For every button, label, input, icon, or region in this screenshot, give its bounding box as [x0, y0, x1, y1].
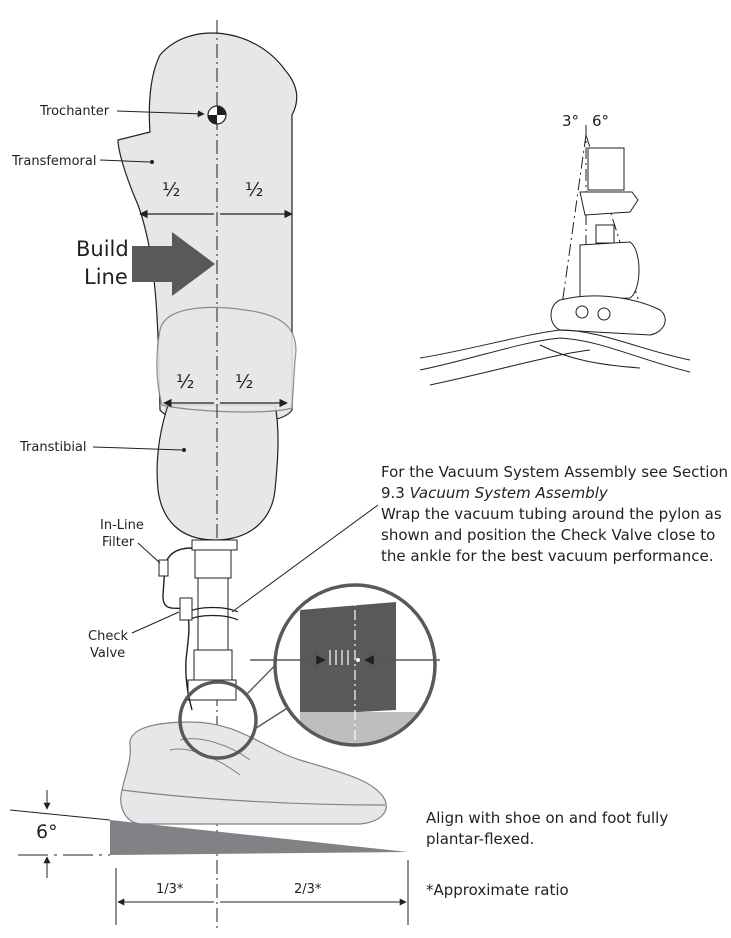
trochanter-target-icon: [207, 105, 227, 125]
inner-socket-outline: [156, 306, 297, 413]
ratio-right-label: 2/3*: [294, 882, 322, 897]
ramp-wedge: [110, 820, 408, 855]
inline-filter-icon: [158, 559, 169, 577]
shoe-sole: [121, 789, 386, 806]
align-note: Align with shoe on and foot fully planta…: [426, 808, 668, 850]
angle-3-label: 3°: [562, 112, 579, 130]
vacuum-note-line4: shown and position the Check Valve close…: [381, 526, 716, 544]
build-label: Build: [76, 237, 129, 261]
trochanter-label: Trochanter: [39, 104, 110, 119]
vacuum-note: For the Vacuum System Assembly see Secti…: [381, 462, 728, 567]
foot-module-figure: [419, 125, 691, 386]
check-valve-leader: [131, 611, 180, 634]
inline-filter-leader: [137, 542, 161, 564]
vacuum-note-line2-italic: Vacuum System Assembly: [409, 484, 608, 502]
check-valve-label-1: Check: [88, 629, 128, 644]
ankle-magnifier-circle: [178, 680, 258, 760]
transfemoral-leader: [99, 159, 151, 163]
zoom-circle-outline: [273, 583, 437, 747]
shoe: [120, 721, 387, 825]
vacuum-note-line2-prefix: 9.3: [381, 484, 410, 502]
align-note-line1: Align with shoe on and foot fully: [426, 809, 669, 827]
transtibial-label: Transtibial: [19, 440, 87, 455]
ratio-note: *Approximate ratio: [426, 880, 569, 901]
half-lower-right: ½: [235, 371, 253, 393]
ratio-note-text: *Approximate ratio: [426, 881, 569, 899]
transtibial-socket: [156, 404, 279, 541]
half-lower-left: ½: [176, 371, 194, 393]
angle-6-label: 6°: [592, 112, 609, 130]
ratio-left-label: 1/3*: [156, 882, 184, 897]
wedge-top-ref: [9, 809, 111, 821]
vacuum-note-line3: Wrap the vacuum tubing around the pylon …: [381, 505, 722, 523]
vacuum-note-line1: For the Vacuum System Assembly see Secti…: [381, 463, 729, 481]
transfemoral-label: Transfemoral: [11, 154, 96, 169]
trochanter-leader: [116, 110, 205, 118]
vacuum-note-line5: the ankle for the best vacuum performanc…: [381, 547, 714, 565]
half-upper-left: ½: [162, 179, 180, 201]
check-valve-icon: [179, 597, 193, 621]
transtibial-leader: [92, 446, 183, 451]
wedge-angle-label: 6°: [36, 821, 58, 843]
inline-filter-label-1: In-Line: [100, 518, 144, 533]
zoom-detail: [275, 585, 435, 745]
line-label: Line: [84, 265, 128, 289]
vacuum-note-leader: [231, 504, 379, 613]
align-note-line2: plantar-flexed.: [426, 830, 535, 848]
half-upper-right: ½: [245, 179, 263, 201]
check-valve-label-2: Valve: [90, 646, 125, 661]
pylon-assembly: [187, 539, 238, 701]
build-line-arrow-icon: [132, 232, 215, 296]
inline-filter-label-2: Filter: [102, 535, 135, 550]
